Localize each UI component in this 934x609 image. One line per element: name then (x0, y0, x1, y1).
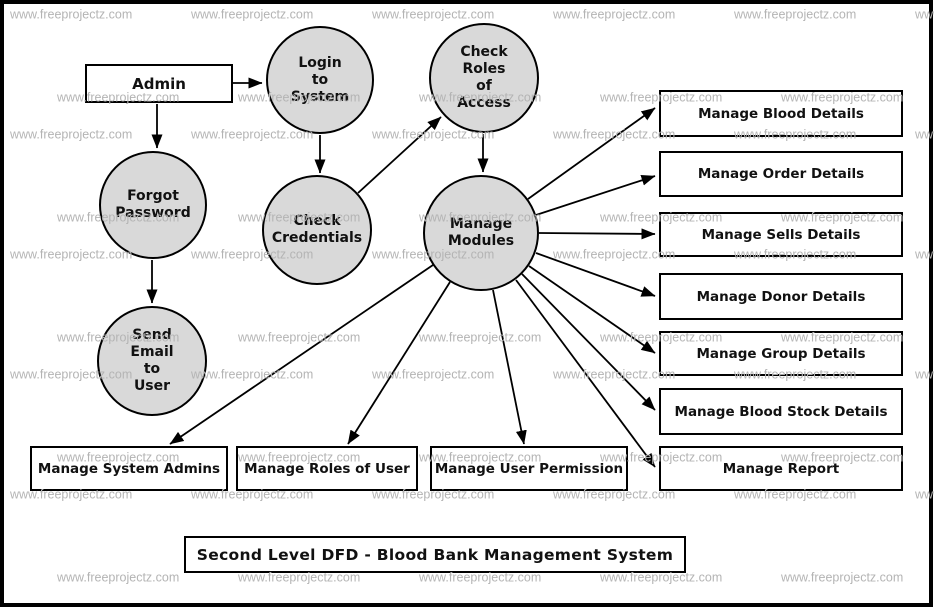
box-manage-order-details-label: Manage Order Details (697, 166, 865, 182)
box-manage-report: Manage Report (659, 446, 903, 491)
process-check-roles-of-access: Check Roles of Access (429, 23, 539, 133)
process-send-email-to-user-label: Send Email to User (130, 327, 174, 394)
box-manage-group-details: Manage Group Details (659, 331, 903, 376)
entity-admin: Admin (85, 64, 233, 103)
box-manage-sells-details: Manage Sells Details (659, 212, 903, 257)
arrow-check-credentials-to-check-roles (357, 116, 442, 194)
box-manage-order-details: Manage Order Details (659, 151, 903, 197)
process-check-credentials: Check Credentials (262, 175, 372, 285)
arrow-modules-to-donor-details (535, 252, 656, 297)
arrow-modules-to-sells-details (538, 228, 656, 240)
arrow-modules-to-report (515, 279, 656, 468)
box-manage-blood-stock-details: Manage Blood Stock Details (659, 388, 903, 435)
arrow-modules-to-roles-of-user (347, 281, 451, 445)
process-check-credentials-label: Check Credentials (271, 213, 363, 246)
box-manage-blood-details-label: Manage Blood Details (698, 105, 864, 122)
box-manage-user-permission: Manage User Permission (430, 446, 628, 491)
arrow-modules-to-order-details (535, 174, 656, 216)
box-manage-blood-details: Manage Blood Details (659, 90, 903, 137)
box-manage-blood-stock-details-label: Manage Blood Stock Details (674, 403, 888, 420)
arrow-modules-to-user-permission (492, 289, 527, 445)
process-login-to-system-label: Login to System (290, 54, 350, 105)
box-manage-group-details-label: Manage Group Details (696, 345, 866, 362)
arrow-modules-to-blood-stock (521, 273, 656, 411)
arrow-modules-to-group-details (528, 265, 656, 354)
process-check-roles-of-access-label: Check Roles of Access (457, 44, 511, 111)
box-manage-donor-details: Manage Donor Details (659, 273, 903, 320)
process-manage-modules-label: Manage Modules (447, 216, 515, 249)
flow-arrows (146, 77, 656, 468)
arrow-modules-to-system-admins (169, 264, 434, 445)
process-forgot-password-label: Forgot Password (115, 188, 191, 221)
box-manage-donor-details-label: Manage Donor Details (696, 288, 866, 305)
box-manage-roles-of-user: Manage Roles of User (236, 446, 418, 491)
box-manage-user-permission-label: Manage User Permission (434, 460, 624, 477)
box-manage-system-admins-label: Manage System Admins (37, 460, 221, 477)
arrow-modules-to-blood-details (527, 107, 656, 200)
box-manage-roles-of-user-label: Manage Roles of User (244, 460, 410, 477)
diagram-title-label: Second Level DFD - Blood Bank Management… (196, 545, 674, 564)
box-manage-system-admins: Manage System Admins (30, 446, 228, 491)
box-manage-sells-details-label: Manage Sells Details (701, 226, 861, 243)
process-manage-modules: Manage Modules (423, 175, 539, 291)
diagram-title-box: Second Level DFD - Blood Bank Management… (184, 536, 686, 573)
process-send-email-to-user: Send Email to User (97, 306, 207, 416)
process-forgot-password: Forgot Password (99, 151, 207, 259)
box-manage-report-label: Manage Report (722, 460, 840, 477)
process-login-to-system: Login to System (266, 26, 374, 134)
entity-admin-label: Admin (132, 74, 186, 93)
